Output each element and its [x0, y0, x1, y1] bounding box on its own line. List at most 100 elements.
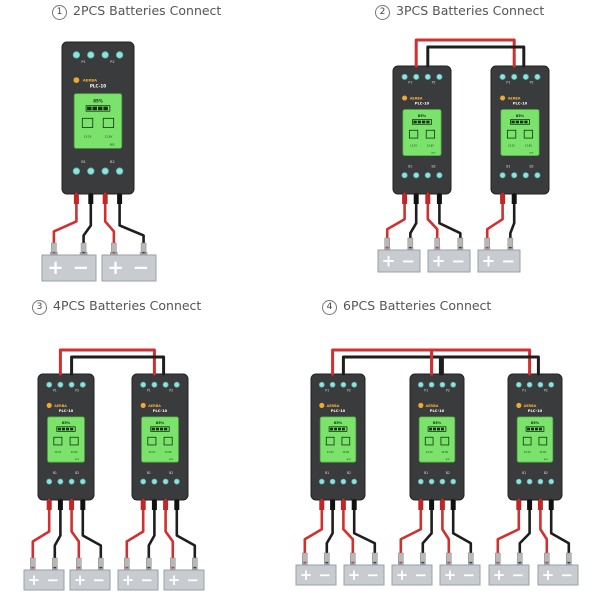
battery-body — [69, 569, 111, 591]
red-wire — [303, 498, 324, 564]
caption-number: 2 — [375, 5, 390, 20]
battery-terminal-positive — [110, 252, 118, 256]
battery-terminal-positive — [384, 247, 391, 251]
cable-plug — [418, 500, 424, 510]
terminal-screw — [140, 478, 147, 485]
mode-label: BOX — [446, 459, 451, 461]
battery-terminal-negative — [566, 562, 572, 566]
battery: +− — [343, 562, 385, 586]
charge-percent: 85% — [531, 421, 540, 425]
battery-level-segment — [520, 120, 524, 124]
model-name: PLC-10 — [430, 409, 445, 413]
model-name: PLC-10 — [415, 102, 430, 106]
voltage-readout: 13.2V — [54, 451, 61, 454]
battery-icon — [325, 436, 335, 446]
terminal-screw — [351, 381, 358, 388]
battery-level-segment — [151, 427, 155, 431]
cable-plug — [527, 500, 533, 510]
battery-minus-sign: − — [463, 566, 476, 584]
terminal-screw — [515, 478, 522, 485]
port-label-b1: B1 — [408, 165, 412, 169]
battery-clamp — [111, 242, 117, 253]
battery-icon — [81, 117, 94, 129]
charge-percent: 85% — [93, 98, 103, 103]
caption-number: 4 — [322, 300, 337, 315]
battery-terminal-positive — [434, 247, 441, 251]
terminal-screw — [115, 51, 124, 59]
port-label-p1: P1 — [506, 81, 510, 85]
battery-clamp — [124, 557, 130, 568]
charge-percent: 85% — [62, 421, 71, 425]
red-wire — [496, 498, 521, 564]
battery-clamp — [446, 552, 452, 563]
battery-clamp — [484, 237, 490, 248]
battery-minus-sign: − — [512, 566, 525, 584]
port-label-p1: P1 — [424, 388, 428, 392]
battery-body — [117, 569, 159, 591]
terminal-screw — [68, 478, 75, 485]
battery-minus-sign: − — [415, 566, 428, 584]
terminal-screw — [101, 167, 109, 175]
voltage-readout: 13.2V — [327, 451, 334, 454]
battery: +− — [101, 252, 157, 282]
port-label-b1: B1 — [424, 471, 428, 475]
cable-plug — [174, 500, 180, 510]
terminal-screw — [424, 73, 431, 80]
terminal-screw — [72, 167, 81, 175]
black-wire — [325, 498, 334, 564]
mode-label: BOX — [347, 459, 352, 461]
terminal-screw — [57, 381, 64, 388]
battery-plus-sign: + — [382, 251, 396, 270]
terminal-screw — [318, 381, 325, 388]
terminal-screw — [450, 381, 457, 388]
port-label-b2: B2 — [544, 471, 548, 475]
charge-percent: 85% — [516, 114, 525, 118]
port-label-b1: B1 — [522, 471, 526, 475]
battery-level-segment — [429, 427, 433, 431]
cable-plug — [88, 194, 94, 204]
battery-terminal-positive — [350, 562, 356, 566]
battery-minus-sign: − — [501, 251, 515, 270]
battery-level-segment — [61, 427, 65, 431]
battery-level-segment — [338, 427, 341, 431]
brand-name: AERBA — [410, 96, 423, 100]
terminal-screw — [424, 172, 431, 179]
cable-plug — [163, 500, 169, 510]
port-label-p1: P1 — [408, 81, 412, 85]
battery-minus-sign: − — [451, 251, 465, 270]
model-name: PLC-10 — [331, 409, 346, 413]
brand-logo-icon — [418, 402, 424, 409]
battery-clamp — [140, 242, 147, 253]
port-label-b1: B1 — [325, 471, 329, 475]
brand-logo-icon — [73, 77, 80, 83]
battery-minus-sign: − — [401, 251, 415, 270]
black-wire — [147, 498, 156, 569]
terminal-screw — [79, 381, 86, 388]
battery: +− — [391, 562, 433, 586]
caption-title: 3PCS Batteries Connect — [396, 3, 545, 18]
red-wire — [58, 348, 156, 376]
battery-minus-sign: − — [47, 571, 60, 589]
battery-icon — [425, 129, 436, 139]
brand-logo-icon — [140, 402, 146, 409]
battery-level-segment — [334, 427, 337, 431]
battery-body — [537, 564, 579, 586]
terminal-screw — [162, 381, 169, 388]
port-label-b2: B2 — [431, 165, 435, 169]
terminal-screw — [537, 478, 544, 485]
voltage-readout: 12.8V — [427, 144, 434, 147]
battery-level-segment — [160, 427, 164, 431]
battery-plus-sign: + — [28, 571, 41, 589]
battery: +− — [488, 562, 530, 586]
voltage-readout: 13.2V — [524, 451, 531, 454]
battery-body — [295, 564, 337, 586]
battery-plus-sign: + — [493, 566, 506, 584]
battery-level-segment — [440, 427, 444, 431]
battery-minus-sign: − — [73, 256, 89, 279]
